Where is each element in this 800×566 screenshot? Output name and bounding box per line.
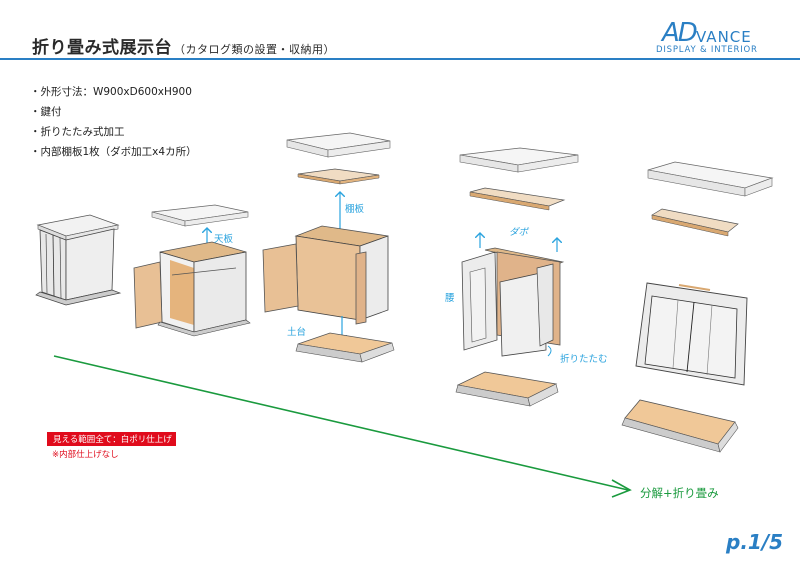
assembled-cabinet [35, 214, 122, 306]
title-main: 折り畳み式展示台 [32, 38, 172, 58]
cabinet-top-removed [133, 204, 251, 337]
flow-label: 分解+折り畳み [640, 486, 719, 500]
spec-item-folding: ・折りたたみ式加工 [30, 126, 125, 138]
cabinet-folded [621, 161, 774, 453]
label-waist: 腰 [445, 293, 455, 304]
spec-list: ・外形寸法：W900xD600xH900 ・鍵付 ・折りたたみ式加工 ・内部棚板… [30, 82, 197, 162]
logo-ad: AD [662, 18, 698, 48]
flow-arrow [53, 355, 632, 498]
logo-tagline: DISPLAY & INTERIOR [656, 45, 758, 55]
label-fold: 折りたたむ [560, 354, 608, 365]
logo-vance: VANCE [696, 28, 752, 46]
spec-item-shelf: ・内部棚板1枚（ダボ加工x4カ所） [30, 146, 197, 158]
cabinet-exploded-shelf [262, 132, 395, 363]
spec-item-dimensions: ・外形寸法：W900xD600xH900 [30, 86, 192, 98]
spec-item-lock: ・鍵付 [30, 106, 62, 118]
interior-note: ※内部仕上げなし [52, 450, 119, 460]
page-number: p.1/5 [726, 530, 784, 554]
header-divider [0, 58, 800, 60]
label-top-board: 天板 [214, 234, 234, 245]
page-title: 折り畳み式展示台（カタログ類の設置・収納用） [32, 33, 335, 58]
finish-badge: 見える範囲全て：白ポリ仕上げ [47, 432, 176, 446]
label-dowel: ダボ [509, 227, 529, 238]
title-subtitle: （カタログ類の設置・収納用） [174, 43, 335, 56]
brand-logo: AD VANCE DISPLAY & INTERIOR [656, 18, 780, 58]
cabinet-folding-sides [455, 147, 579, 407]
label-shelf-board: 棚板 [345, 204, 365, 215]
label-base: 土台 [287, 327, 307, 338]
